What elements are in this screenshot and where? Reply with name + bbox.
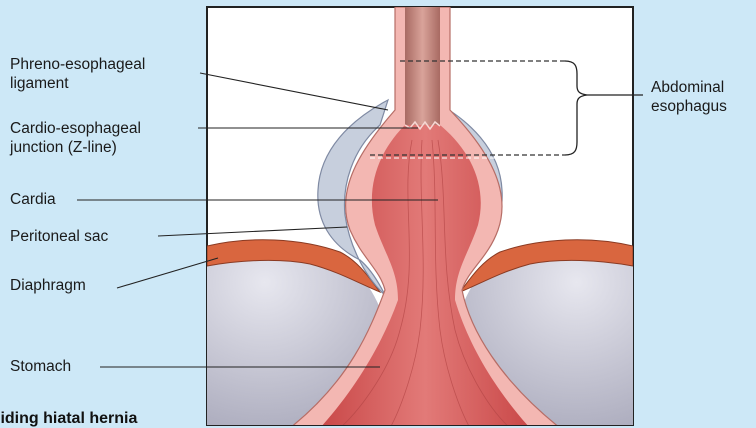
label-cardia: Cardia [10, 190, 56, 209]
label-abdominal-esophagus: Abdominal esophagus [651, 78, 727, 116]
label-diaphragm: Diaphragm [10, 276, 86, 295]
label-phreno-esophageal-ligament: Phreno-esophageal ligament [10, 55, 145, 93]
label-peritoneal-sac: Peritoneal sac [10, 227, 108, 246]
esophagus-lumen [405, 7, 440, 125]
label-stomach: Stomach [10, 357, 71, 376]
figure-caption: liding hiatal hernia [0, 410, 137, 428]
leader-diaphragm [117, 258, 218, 288]
label-cardio-esophageal-junction: Cardio-esophageal junction (Z-line) [10, 119, 141, 157]
